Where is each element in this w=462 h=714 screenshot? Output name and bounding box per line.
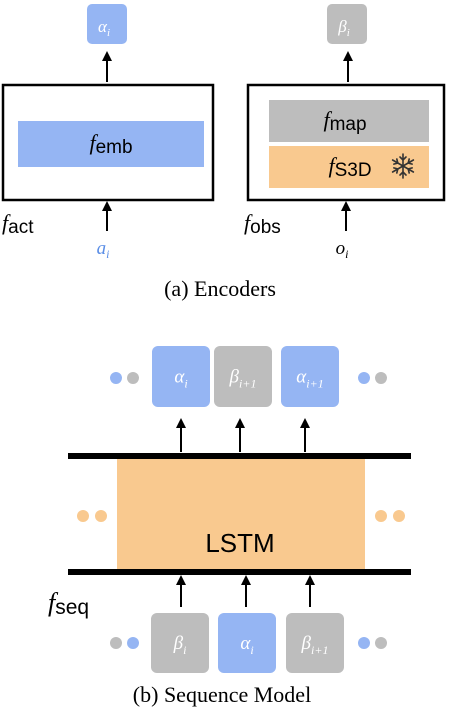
emb-module [18, 121, 204, 167]
encoders-caption: (a) Encoders [164, 276, 276, 301]
act-output-label: αi [98, 17, 110, 39]
sequence-token-label: βi [173, 633, 187, 657]
sequence-input-tokens: βi αi βi+1 [151, 613, 344, 673]
map-label: fmap [323, 107, 366, 135]
act-encoder-label: fact [2, 210, 34, 238]
sequence-token-label: βi+1 [301, 633, 329, 657]
ellipsis-dot [358, 372, 370, 384]
ellipsis-dot [110, 372, 122, 384]
snowflake-icon [391, 153, 415, 179]
obs-output-token: βi [327, 4, 367, 44]
act-encoder-box [1, 83, 215, 202]
obs-encoder-label: fobs [244, 210, 281, 238]
sequence-caption: (b) Sequence Model [133, 682, 311, 707]
ellipsis-dot [358, 637, 370, 649]
ellipsis-dot [110, 637, 122, 649]
ellipsis-dot [127, 637, 139, 649]
act-input-label: ai [97, 238, 110, 261]
ellipsis-dot [127, 372, 139, 384]
seq-module-label: fseq [48, 588, 89, 619]
sequence-token-label: βi+1 [229, 367, 257, 391]
sequence-token: αi+1 [281, 346, 339, 407]
ellipsis-dot [95, 510, 107, 522]
obs-output-label: βi [337, 17, 350, 39]
obs-input-label: oi [336, 238, 349, 261]
map-module [269, 100, 429, 142]
ellipsis-dot [375, 372, 387, 384]
ellipsis-dot [77, 510, 89, 522]
act-output-token: αi [87, 4, 127, 44]
sequence-token-label: αi+1 [296, 367, 323, 391]
lstm-block [117, 456, 365, 572]
sequence-token: βi+1 [214, 346, 272, 407]
ellipsis-dot [375, 637, 387, 649]
sequence-token: αi [218, 613, 276, 673]
emb-label: femb [89, 130, 132, 158]
ellipsis-dot [375, 510, 387, 522]
sequence-token-label: αi [240, 633, 253, 657]
s3d-label: fS3D [328, 153, 371, 181]
sequence-token: βi [151, 613, 209, 673]
lstm-label: LSTM [205, 528, 274, 558]
sequence-token-label: αi [174, 367, 187, 391]
sequence-token: αi [152, 346, 210, 407]
sequence-token: βi+1 [286, 613, 344, 673]
sequence-output-tokens: αi βi+1 αi+1 [152, 346, 339, 407]
ellipsis-dot [393, 510, 405, 522]
obs-encoder-box [246, 83, 446, 202]
